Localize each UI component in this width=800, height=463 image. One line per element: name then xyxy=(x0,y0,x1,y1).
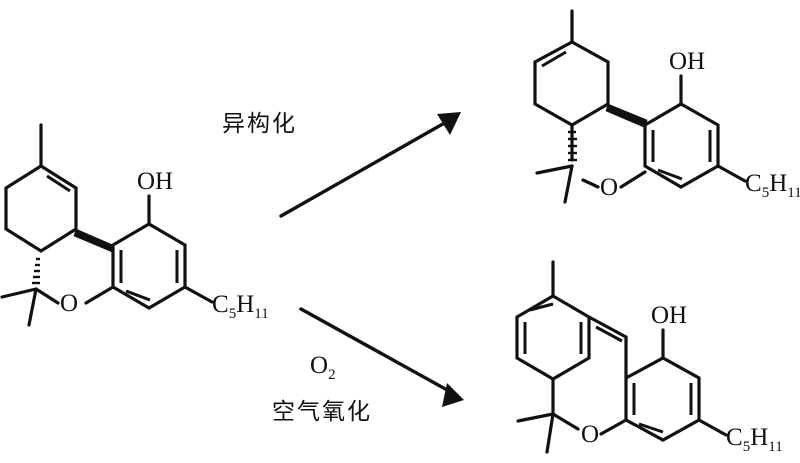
thc-pentyl-h: H xyxy=(769,170,788,197)
cbn-gem-methyl-left xyxy=(516,412,555,423)
cbn-pentyl-h: H xyxy=(750,424,769,451)
product-thc-structure xyxy=(533,9,747,204)
thc-aromatic-ring xyxy=(643,102,720,189)
reactant-structure xyxy=(0,123,214,327)
air-oxidation-label: 空气氧化 xyxy=(272,399,372,425)
thc-aromatic-inner-2 xyxy=(657,168,683,181)
thc-cyclohexene-ring xyxy=(533,40,610,127)
reactant-hydroxyl-label: OH xyxy=(137,168,174,195)
reactant-pentyl-h: H xyxy=(236,291,255,318)
thc-pentyl-c: C xyxy=(745,170,762,197)
oxygen-symbol: O xyxy=(310,352,329,379)
thc-ether-oxygen-label: O xyxy=(600,174,619,201)
reactant-stereo-wedge xyxy=(73,228,114,253)
reactant-hash-bond xyxy=(32,257,40,285)
cbn-gem-methyl-down xyxy=(545,412,555,454)
reactant-pentyl-bond xyxy=(183,285,214,304)
reactant-alkene-inner-line xyxy=(46,174,71,193)
cbn-fusion-inner xyxy=(595,325,623,343)
reactant-aromatic-ring xyxy=(111,222,187,310)
reactant-ether-oxygen-label: O xyxy=(60,290,79,317)
reactant-oxygen-carbon-bond xyxy=(34,287,60,305)
thc-alkene-inner-line xyxy=(541,50,567,68)
cbn-pyran-o-c10b xyxy=(599,418,628,436)
reactant-pentyl-11: 11 xyxy=(254,306,269,322)
reactant-tbutyl-methyl-down xyxy=(27,287,38,327)
thc-pyran-c6-o xyxy=(581,178,600,189)
cbn-c-inner-2 xyxy=(638,422,664,434)
thc-pentyl-label: C5H11 xyxy=(745,170,800,202)
thc-hash-bond xyxy=(568,130,577,162)
isomerization-label: 异构化 xyxy=(222,111,297,137)
reactant-cyclohexene-ring xyxy=(4,164,78,253)
oxygen-label: O2 xyxy=(310,352,336,384)
reactant-pentyl-label: C5H11 xyxy=(212,291,269,323)
oxidation-arrow-line xyxy=(299,307,451,393)
thc-pentyl-5: 5 xyxy=(761,185,770,201)
cbn-pyran-top xyxy=(587,315,628,339)
thc-gem-methyl-down xyxy=(563,164,574,204)
product-cbn-structure xyxy=(515,260,728,454)
cbn-pentyl-5: 5 xyxy=(742,439,751,455)
oxidation-arrow-group xyxy=(299,307,464,407)
isomerization-arrow-group xyxy=(279,112,461,218)
cbn-hydroxyl-label: OH xyxy=(651,302,688,329)
isomerization-arrow-head xyxy=(437,112,461,135)
thc-pyran-o-c10b xyxy=(619,170,647,189)
thc-pentyl-11: 11 xyxy=(787,185,800,201)
cbn-pentyl-11: 11 xyxy=(768,439,783,455)
cbn-pentyl-c: C xyxy=(726,424,743,451)
oxygen-subscript: 2 xyxy=(328,367,336,383)
reactant-pentyl-5: 5 xyxy=(228,306,237,322)
cbn-a-inner-2 xyxy=(529,302,554,312)
reactant-aryl-oxygen-bond xyxy=(84,285,115,305)
cbn-pentyl-bond xyxy=(697,418,728,437)
cbn-ether-oxygen-label: O xyxy=(581,421,600,448)
cbn-pentyl-label: C5H11 xyxy=(726,424,783,456)
thc-hydroxyl-label: OH xyxy=(669,48,706,75)
reactant-aromatic-inner-2 xyxy=(125,289,151,302)
thc-stereo-wedge xyxy=(605,103,648,129)
reactant-tbutyl-methyl-left xyxy=(0,287,38,299)
oxidation-arrow-head xyxy=(442,383,464,407)
cbn-aromatic-c-ring xyxy=(624,356,701,442)
reactant-pentyl-c: C xyxy=(212,291,229,318)
thc-gem-methyl-left xyxy=(535,164,574,175)
isomerization-arrow-line xyxy=(279,119,450,218)
thc-pentyl-bond xyxy=(716,164,747,183)
cbn-pyran-c6-o xyxy=(551,412,580,431)
cbn-aromatic-a-ring xyxy=(515,294,591,381)
